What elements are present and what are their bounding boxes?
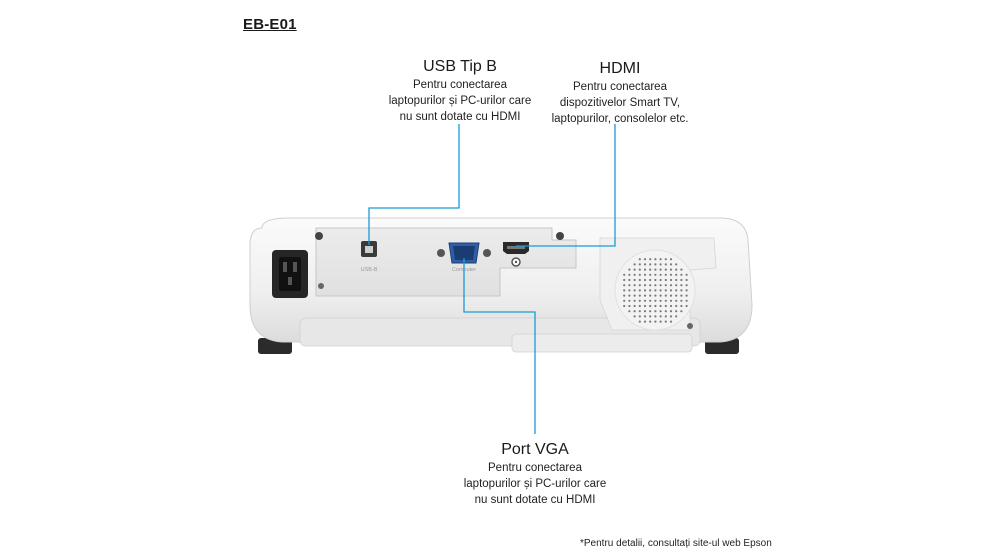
usb-callout: USB Tip B Pentru conectarea laptopurilor…	[385, 57, 535, 125]
vga-callout: Port VGA Pentru conectarea laptopurilor …	[455, 440, 615, 508]
usb-b-port: USB-B	[361, 241, 378, 273]
footnote: *Pentru detalii, consultați site-ul web …	[580, 538, 772, 549]
hdmi-desc-line-1: Pentru conectarea	[573, 81, 667, 93]
hdmi-leader-line	[516, 124, 616, 247]
usb-desc-line-1: Pentru conectarea	[413, 79, 507, 91]
vga-title: Port VGA	[501, 441, 569, 458]
hdmi-port	[503, 242, 529, 267]
usb-desc-line-2: laptopurilor și PC-urilor care	[388, 95, 532, 107]
usb-desc-line-3: nu sunt dotate cu HDMI	[399, 111, 521, 123]
power-inlet	[272, 250, 308, 298]
vga-desc-line-1: Pentru conectarea	[488, 462, 582, 474]
hdmi-desc-line-2: dispozitivelor Smart TV,	[559, 97, 681, 109]
usb-title: USB Tip B	[423, 58, 497, 75]
screw-icon	[318, 283, 324, 289]
vga-desc-line-3: nu sunt dotate cu HDMI	[474, 494, 596, 506]
hdmi-callout: HDMI Pentru conectarea dispozitivelor Sm…	[545, 59, 695, 127]
model-heading: EB-E01	[243, 16, 297, 33]
screw-icon	[556, 232, 564, 240]
hdmi-title: HDMI	[599, 60, 641, 77]
vga-desc-line-2: laptopurilor și PC-urilor care	[463, 478, 607, 490]
usb-leader-line	[368, 124, 460, 245]
hdmi-desc-line-3: laptopurilor, consolelor etc.	[551, 113, 689, 125]
bottom-latch	[511, 333, 693, 353]
vga-leader-line	[463, 258, 536, 434]
screw-icon	[687, 323, 693, 329]
speaker-grille	[614, 249, 696, 331]
usb-port-label: USB-B	[361, 267, 378, 273]
screw-icon	[315, 232, 323, 240]
